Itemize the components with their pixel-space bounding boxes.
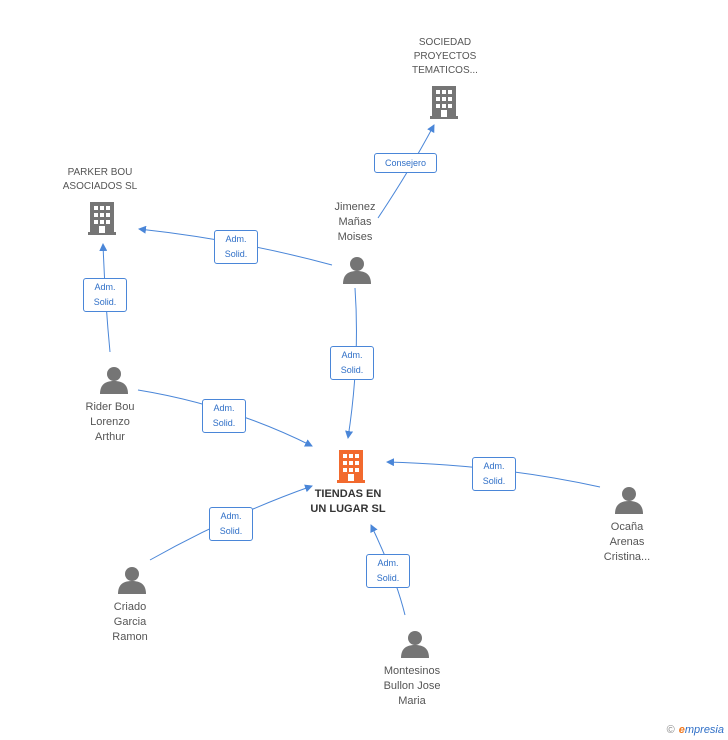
edge-label-consejero: Consejero	[374, 153, 437, 173]
person-icon-montesinos[interactable]	[401, 631, 429, 658]
building-icon-sociedad[interactable]	[430, 86, 458, 119]
edge-label-criado-tiendas: Adm. Solid.	[209, 507, 253, 541]
edge-label-ocana-tiendas: Adm. Solid.	[472, 457, 516, 491]
node-label-jimenez[interactable]: Jimenez Mañas Moises	[334, 201, 376, 243]
node-label-rider[interactable]: Rider Bou Lorenzo Arthur	[85, 401, 135, 443]
node-label-sociedad[interactable]: SOCIEDAD PROYECTOS TEMATICOS...	[412, 37, 478, 76]
node-label-ocana[interactable]: Ocaña Arenas Cristina...	[603, 521, 651, 563]
building-icon-parker[interactable]	[88, 202, 116, 235]
building-icon-tiendas[interactable]	[337, 450, 365, 483]
brand-logo-text: mpresia	[684, 724, 724, 736]
node-label-parker[interactable]: PARKER BOU ASOCIADOS SL	[62, 167, 138, 192]
person-icon-criado[interactable]	[118, 567, 146, 594]
person-icon-rider[interactable]	[100, 367, 128, 394]
edge-label-montesinos-tiendas: Adm. Solid.	[366, 554, 410, 588]
person-icon-ocana[interactable]	[615, 487, 643, 514]
edge-label-rider-parker: Adm. Solid.	[83, 278, 127, 312]
person-icon-jimenez[interactable]	[343, 257, 371, 284]
brand-footer[interactable]: ©empresia	[667, 724, 724, 736]
edge-label-rider-tiendas: Adm. Solid.	[202, 399, 246, 433]
copyright-icon: ©	[666, 724, 675, 736]
node-label-tiendas[interactable]: TIENDAS EN UN LUGAR SL	[310, 488, 386, 515]
node-label-montesinos[interactable]: Montesinos Bullon Jose Maria	[383, 665, 441, 707]
edge-label-jimenez-parker: Adm. Solid.	[214, 230, 258, 264]
brand-logo-e: e	[678, 724, 685, 736]
edge-label-jimenez-tiendas: Adm. Solid.	[330, 346, 374, 380]
node-label-criado[interactable]: Criado Garcia Ramon	[112, 601, 148, 643]
